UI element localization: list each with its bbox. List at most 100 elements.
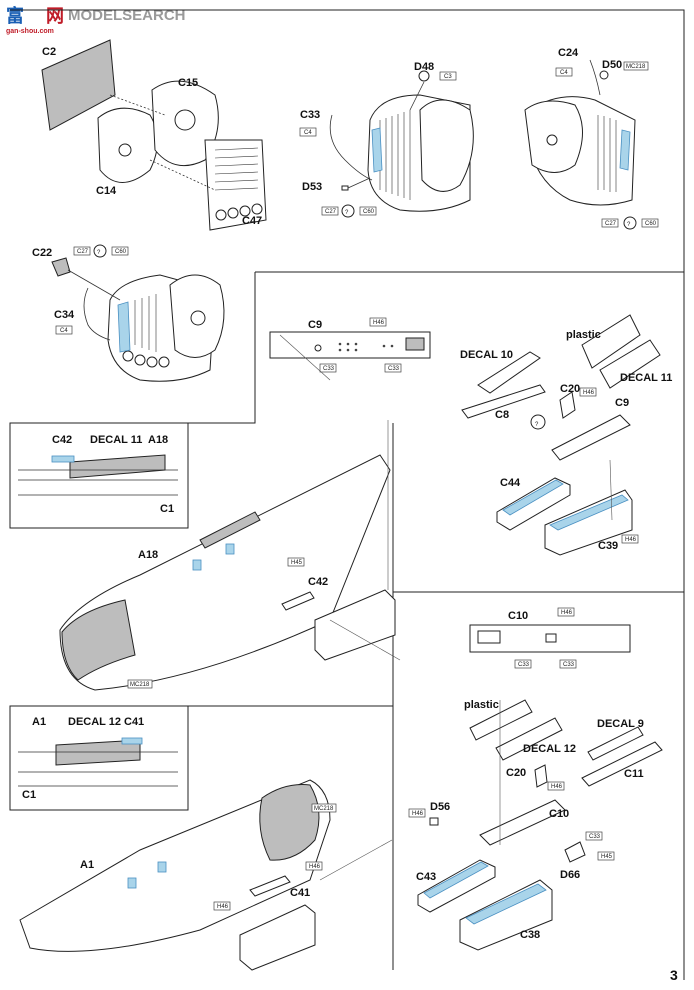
tag-c33-c: C33: [518, 662, 530, 668]
tag-c33-d: C33: [563, 662, 575, 668]
tag-c33-b: C33: [388, 366, 400, 372]
tag-c33-e: C33: [589, 834, 601, 840]
label-a1: A1: [80, 859, 94, 871]
assembly-c2-c47: C2 C15 C14 C47: [41, 39, 267, 231]
plastic-sheet-2: [599, 339, 661, 389]
part-c20-a: [559, 391, 576, 419]
part-c9: [551, 414, 631, 461]
question-icon-2: [623, 216, 637, 230]
highlight-c39: [549, 494, 629, 531]
part-c14-hole: [118, 143, 132, 157]
watermark-brand-cn2: 网: [46, 6, 64, 26]
label-c47: C47: [242, 215, 262, 227]
decal9-sheet: [587, 726, 644, 761]
tag-h46-d: H46: [561, 610, 573, 616]
panel-c9-top: [269, 331, 431, 359]
watermark-brand-cn: 富: [6, 5, 24, 26]
tag-c60-c: C60: [115, 249, 127, 255]
tag-h46-g: H46: [309, 864, 321, 870]
part-c24-wire: [589, 59, 601, 96]
plastic-sheet-3: [469, 699, 533, 741]
assembly-a18: C42 DECAL 11 A18 C1 A18 C42 H45 MC218: [18, 434, 396, 691]
label-a18-inset: A18: [148, 434, 168, 446]
svg-text:?: ?: [97, 250, 101, 256]
label-c42-inset: C42: [52, 434, 72, 446]
decal10-sheet: [477, 351, 541, 394]
label-a1-inset: A1: [32, 716, 46, 728]
outer-border: [10, 9, 685, 980]
fuselage-a1-nose-shade: [259, 784, 320, 861]
part-c11: [581, 741, 663, 787]
tag-c4-b: C4: [560, 70, 568, 76]
tag-c3: C3: [444, 74, 452, 80]
label-c1-inset-b: C1: [22, 789, 36, 801]
assembly-c10: C10 H46 C33 C33 plastic DECAL 9 DECAL 12…: [408, 607, 663, 951]
label-decal9: DECAL 9: [597, 718, 644, 730]
watermark-url: gan-shou.com: [6, 28, 54, 35]
assembly-a1: A1 DECAL 12 C41 C1 A1 C41 MC218 H46 H46: [18, 716, 337, 971]
tag-mc218-b: MC218: [130, 682, 150, 688]
label-c9-top: C9: [308, 319, 322, 331]
label-c34: C34: [54, 309, 75, 321]
highlight-c44: [502, 479, 564, 516]
label-d48: D48: [414, 61, 434, 73]
label-c2: C2: [42, 46, 56, 58]
part-c41: [249, 875, 291, 897]
watermark-brand-en: MODELSEARCH: [68, 7, 186, 24]
label-decal12-inset: DECAL 12: [68, 716, 121, 728]
watermark: 富 网 MODELSEARCH gan-shou.com: [6, 5, 186, 35]
tag-c33-a: C33: [323, 366, 335, 372]
part-c15-hole: [174, 109, 196, 131]
part-c47: [204, 139, 267, 231]
part-c34-wire: [83, 287, 111, 341]
label-d66: D66: [560, 869, 580, 881]
label-d56: D56: [430, 801, 450, 813]
label-c44: C44: [500, 477, 521, 489]
tag-mc218-a: MC218: [626, 64, 646, 70]
label-c38: C38: [520, 929, 540, 941]
label-decal12: DECAL 12: [523, 743, 576, 755]
highlight-blue-3: [117, 301, 131, 353]
tag-h46-b: H46: [583, 390, 595, 396]
tag-mc218-c: MC218: [314, 806, 334, 812]
assembly-c24-d50: C24 C4 D50 MC218 C27 ? C60: [524, 47, 659, 230]
svg-text:?: ?: [535, 422, 539, 428]
label-c41-inset: C41: [124, 716, 144, 728]
label-c33: C33: [300, 109, 320, 121]
fuselage-a1: [19, 779, 331, 952]
label-decal11-inset: DECAL 11: [90, 434, 142, 446]
label-plastic-2: plastic: [464, 699, 499, 711]
part-c8: [461, 384, 546, 419]
part-d48: [418, 70, 430, 82]
label-c8: C8: [495, 409, 509, 421]
assembly-c9: C9 H46 C33 C33 DECAL 10 plastic C20 H46 …: [269, 314, 672, 556]
cockpit-tub-a1: [239, 904, 316, 971]
highlight-blue-2: [619, 129, 631, 171]
tag-c4-a: C4: [304, 130, 312, 136]
part-c20-b: [534, 764, 548, 788]
tag-h46-c: H46: [625, 537, 637, 543]
label-c11: C11: [624, 768, 644, 780]
tag-h45-a: H45: [291, 560, 303, 566]
label-c43: C43: [416, 871, 436, 883]
label-decal11-a: DECAL 11: [620, 372, 672, 384]
label-c15: C15: [178, 77, 198, 89]
label-c20-b: C20: [506, 767, 526, 779]
leader-lines: [279, 334, 613, 881]
tag-h45-b: H45: [601, 854, 613, 860]
tag-h46-e: H46: [551, 784, 563, 790]
part-c33-wire: [329, 114, 373, 181]
label-c14: C14: [96, 185, 117, 197]
tag-c27-a: C27: [325, 209, 337, 215]
question-icon-4: [530, 414, 546, 430]
label-c41: C41: [290, 887, 310, 899]
assembly-c22-c34: C22 C27 ? C60 C34 C4: [32, 244, 225, 382]
part-d56: [429, 817, 439, 826]
step-frames: [9, 9, 685, 980]
part-d66: [564, 841, 586, 863]
tag-c27-b: C27: [605, 221, 617, 227]
part-radiator-cover-1: [419, 99, 474, 192]
part-d50: [599, 70, 609, 80]
label-plastic-1: plastic: [566, 329, 601, 341]
